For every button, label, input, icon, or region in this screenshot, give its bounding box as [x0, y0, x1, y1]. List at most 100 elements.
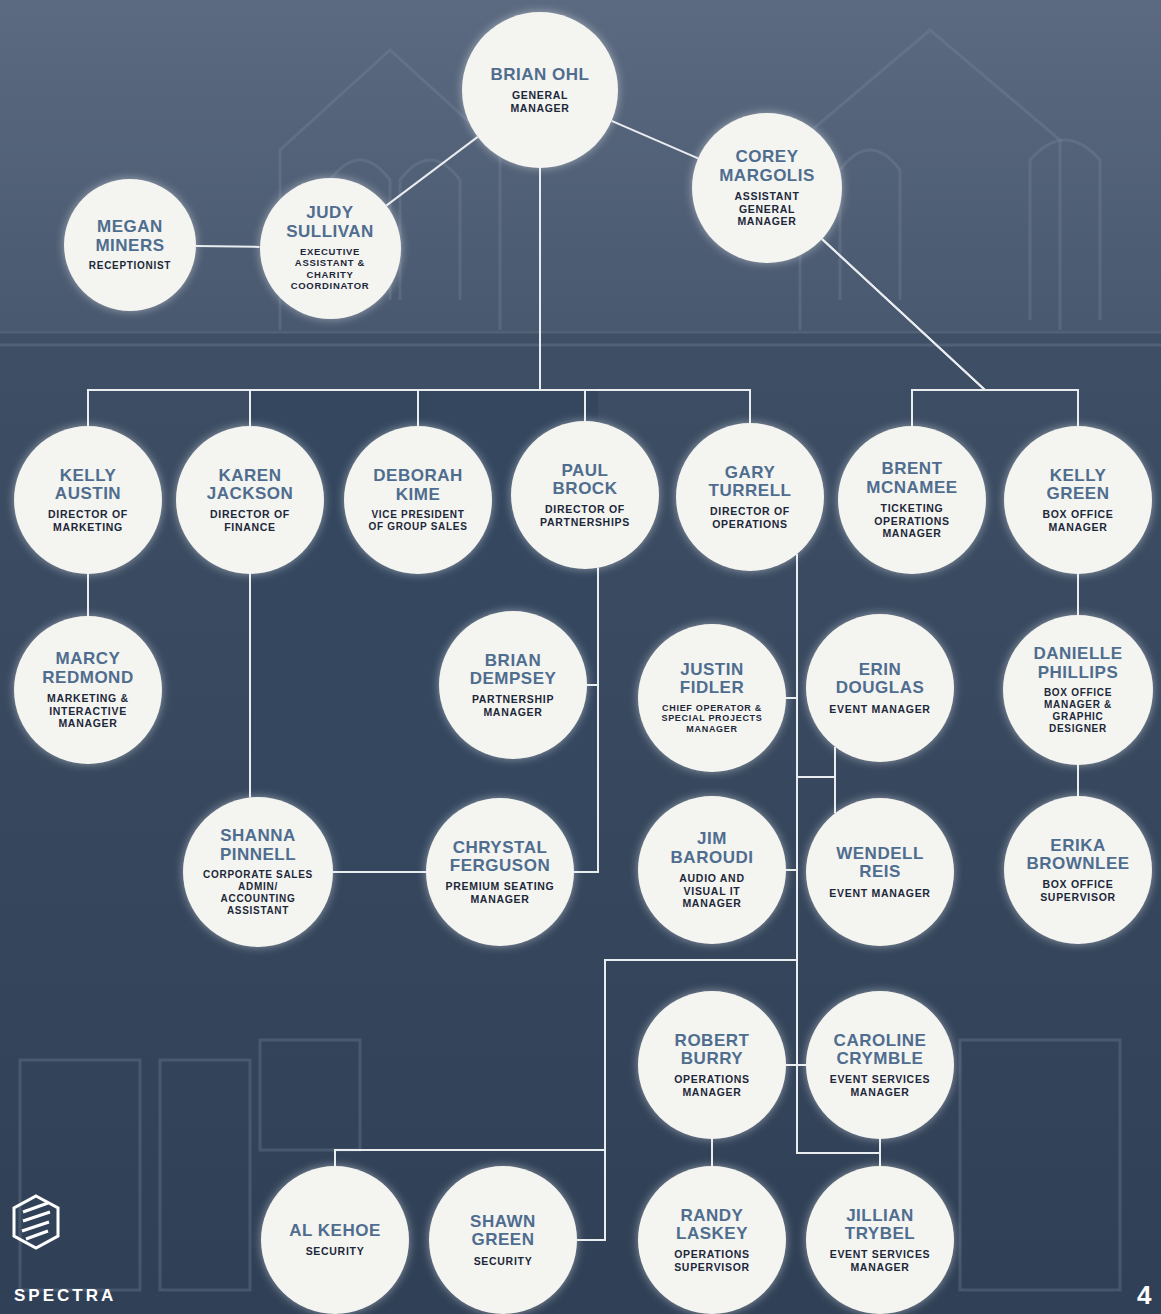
job-title: DIRECTOR OF FINANCE	[195, 508, 305, 533]
job-title: DIRECTOR OF OPERATIONS	[695, 505, 805, 530]
person-name: JUSTIN FIDLER	[657, 661, 767, 698]
text-stack: DANIELLE PHILLIPSBOX OFFICE MANAGER & GR…	[1023, 645, 1133, 735]
circle-fill	[183, 797, 333, 947]
circle-fill	[838, 426, 986, 574]
circle-shape	[14, 616, 162, 764]
person-name: WENDELL REIS	[825, 845, 935, 882]
job-title: RECEPTIONIST	[80, 260, 180, 272]
person-name: KELLY GREEN	[1023, 467, 1133, 504]
circle-fill	[260, 178, 401, 319]
person-name: CAROLINE CRYMBLE	[825, 1032, 935, 1069]
person-name: ERIN DOUGLAS	[825, 661, 935, 698]
person-name: ROBERT BURRY	[657, 1032, 767, 1069]
person-circle: KAREN JACKSON DIRECTOR OF FINANCE	[176, 426, 324, 574]
person-circle: KELLY AUSTIN DIRECTOR OF MARKETING	[14, 426, 162, 574]
job-title: OPERATIONS SUPERVISOR	[657, 1248, 767, 1273]
person-name: ERIKA BROWNLEE	[1023, 837, 1133, 874]
job-title: BOX OFFICE SUPERVISOR	[1023, 878, 1133, 903]
text-stack: BRIAN OHLGENERAL MANAGER	[485, 66, 595, 115]
person-name: CHRYSTAL FERGUSON	[445, 839, 555, 876]
person-circle: SHAWN GREEN SECURITY	[429, 1166, 577, 1314]
job-title: EVENT MANAGER	[825, 887, 935, 900]
connector-line	[797, 554, 806, 1065]
text-stack: GARY TURRELLDIRECTOR OF OPERATIONS	[695, 464, 805, 531]
person-name: BRIAN DEMPSEY	[458, 652, 568, 689]
text-stack: JIM BAROUDIAUDIO AND VISUAL IT MANAGER	[657, 830, 767, 910]
circle-shape	[638, 796, 786, 944]
connector-line	[711, 1139, 713, 1166]
circle-fill	[806, 614, 954, 762]
person-name: MARCY REDMOND	[33, 650, 143, 687]
person-circle: MEGAN MINERSRECEPTIONIST	[64, 179, 196, 311]
circle-fill	[511, 421, 659, 569]
job-title: DIRECTOR OF MARKETING	[33, 508, 143, 533]
job-title: DIRECTOR OF PARTNERSHIPS	[530, 503, 640, 528]
text-stack: RANDY LASKEYOPERATIONS SUPERVISOR	[657, 1207, 767, 1274]
person-circle: KELLY GREEN BOX OFFICE MANAGER	[1004, 426, 1152, 574]
text-stack: JILLIAN TRYBELEVENT SERVICES MANAGER	[825, 1207, 935, 1274]
person-name: JIM BAROUDI	[657, 830, 767, 867]
person-circle: BRIAN DEMPSEY PARTNERSHIP MANAGER	[439, 611, 587, 759]
text-stack: KELLY GREEN BOX OFFICE MANAGER	[1023, 467, 1133, 534]
person-circle: JILLIAN TRYBELEVENT SERVICES MANAGER	[806, 1166, 954, 1314]
text-stack: SHAWN GREEN SECURITY	[448, 1213, 558, 1267]
text-stack: KELLY AUSTIN DIRECTOR OF MARKETING	[33, 467, 143, 534]
connector-line	[786, 554, 797, 870]
person-circle: MARCY REDMONDMARKETING & INTERACTIVE MAN…	[14, 616, 162, 764]
text-stack: AL KEHOESECURITY	[280, 1222, 390, 1258]
person-name: SHANNA PINNELL	[203, 827, 313, 864]
circle-shape	[638, 624, 786, 772]
person-name: KELLY AUSTIN	[33, 467, 143, 504]
connector-line	[587, 568, 598, 685]
person-circle: SHANNA PINNELL CORPORATE SALES ADMIN/ ACC…	[183, 797, 333, 947]
person-name: SHAWN GREEN	[448, 1213, 558, 1250]
facade	[0, 330, 1161, 1314]
text-stack: CHRYSTAL FERGUSON PREMIUM SEATING MANAGER	[445, 839, 555, 906]
circle-fill	[426, 798, 574, 946]
job-title: OPERATIONS MANAGER	[657, 1073, 767, 1098]
job-title: SECURITY	[280, 1245, 390, 1258]
circle-fill	[638, 796, 786, 944]
job-title: GENERAL MANAGER	[485, 89, 595, 114]
person-circle: GARY TURRELLDIRECTOR OF OPERATIONS	[676, 423, 824, 571]
person-circle: DANIELLE PHILLIPSBOX OFFICE MANAGER & GR…	[1003, 615, 1153, 765]
circle-fill	[1004, 426, 1152, 574]
connector-line	[822, 239, 985, 426]
circle-fill	[676, 423, 824, 571]
connector-line	[786, 554, 797, 1065]
person-circle: DEBORAH KIMEVICE PRESIDENT OF GROUP SALE…	[344, 426, 492, 574]
job-title: EVENT SERVICES MANAGER	[825, 1248, 935, 1273]
connector-line	[612, 121, 699, 158]
circle-fill	[638, 624, 786, 772]
text-stack: CAROLINE CRYMBLE EVENT SERVICES MANAGER	[825, 1032, 935, 1099]
text-stack: KAREN JACKSON DIRECTOR OF FINANCE	[195, 467, 305, 534]
job-title: SECURITY	[448, 1255, 558, 1268]
circle-shape	[838, 426, 986, 574]
text-stack: COREY MARGOLISASSISTANT GENERAL MANAGER	[712, 148, 822, 228]
person-circle: ERIN DOUGLASEVENT MANAGER	[806, 614, 954, 762]
connector-line	[1077, 574, 1079, 615]
person-circle: BRIAN OHLGENERAL MANAGER	[462, 12, 618, 168]
job-title: EVENT SERVICES MANAGER	[825, 1073, 935, 1098]
person-circle: CHRYSTAL FERGUSON PREMIUM SEATING MANAGER	[426, 798, 574, 946]
connector-line	[577, 554, 797, 1240]
person-circle: ERIKA BROWNLEE BOX OFFICE SUPERVISOR	[1004, 796, 1152, 944]
circle-fill	[176, 426, 324, 574]
job-title: PREMIUM SEATING MANAGER	[445, 880, 555, 905]
text-stack: WENDELL REIS EVENT MANAGER	[825, 845, 935, 899]
circle-fill	[14, 426, 162, 574]
person-circle: COREY MARGOLISASSISTANT GENERAL MANAGER	[692, 113, 842, 263]
job-title: BOX OFFICE MANAGER	[1023, 508, 1133, 533]
job-title: PARTNERSHIP MANAGER	[458, 693, 568, 718]
circle-fill	[462, 12, 618, 168]
circle-fill	[439, 611, 587, 759]
job-title: CORPORATE SALES ADMIN/ ACCOUNTING ASSIST…	[203, 869, 313, 917]
spectra-logo	[14, 1196, 58, 1248]
person-name: KAREN JACKSON	[195, 467, 305, 504]
person-circle: JUDY SULLIVANEXECUTIVE ASSISTANT & CHARI…	[260, 178, 401, 319]
text-stack: SHANNA PINNELL CORPORATE SALES ADMIN/ ACC…	[203, 827, 313, 917]
circle-shape	[692, 113, 842, 263]
text-stack: JUDY SULLIVANEXECUTIVE ASSISTANT & CHARI…	[280, 204, 380, 291]
